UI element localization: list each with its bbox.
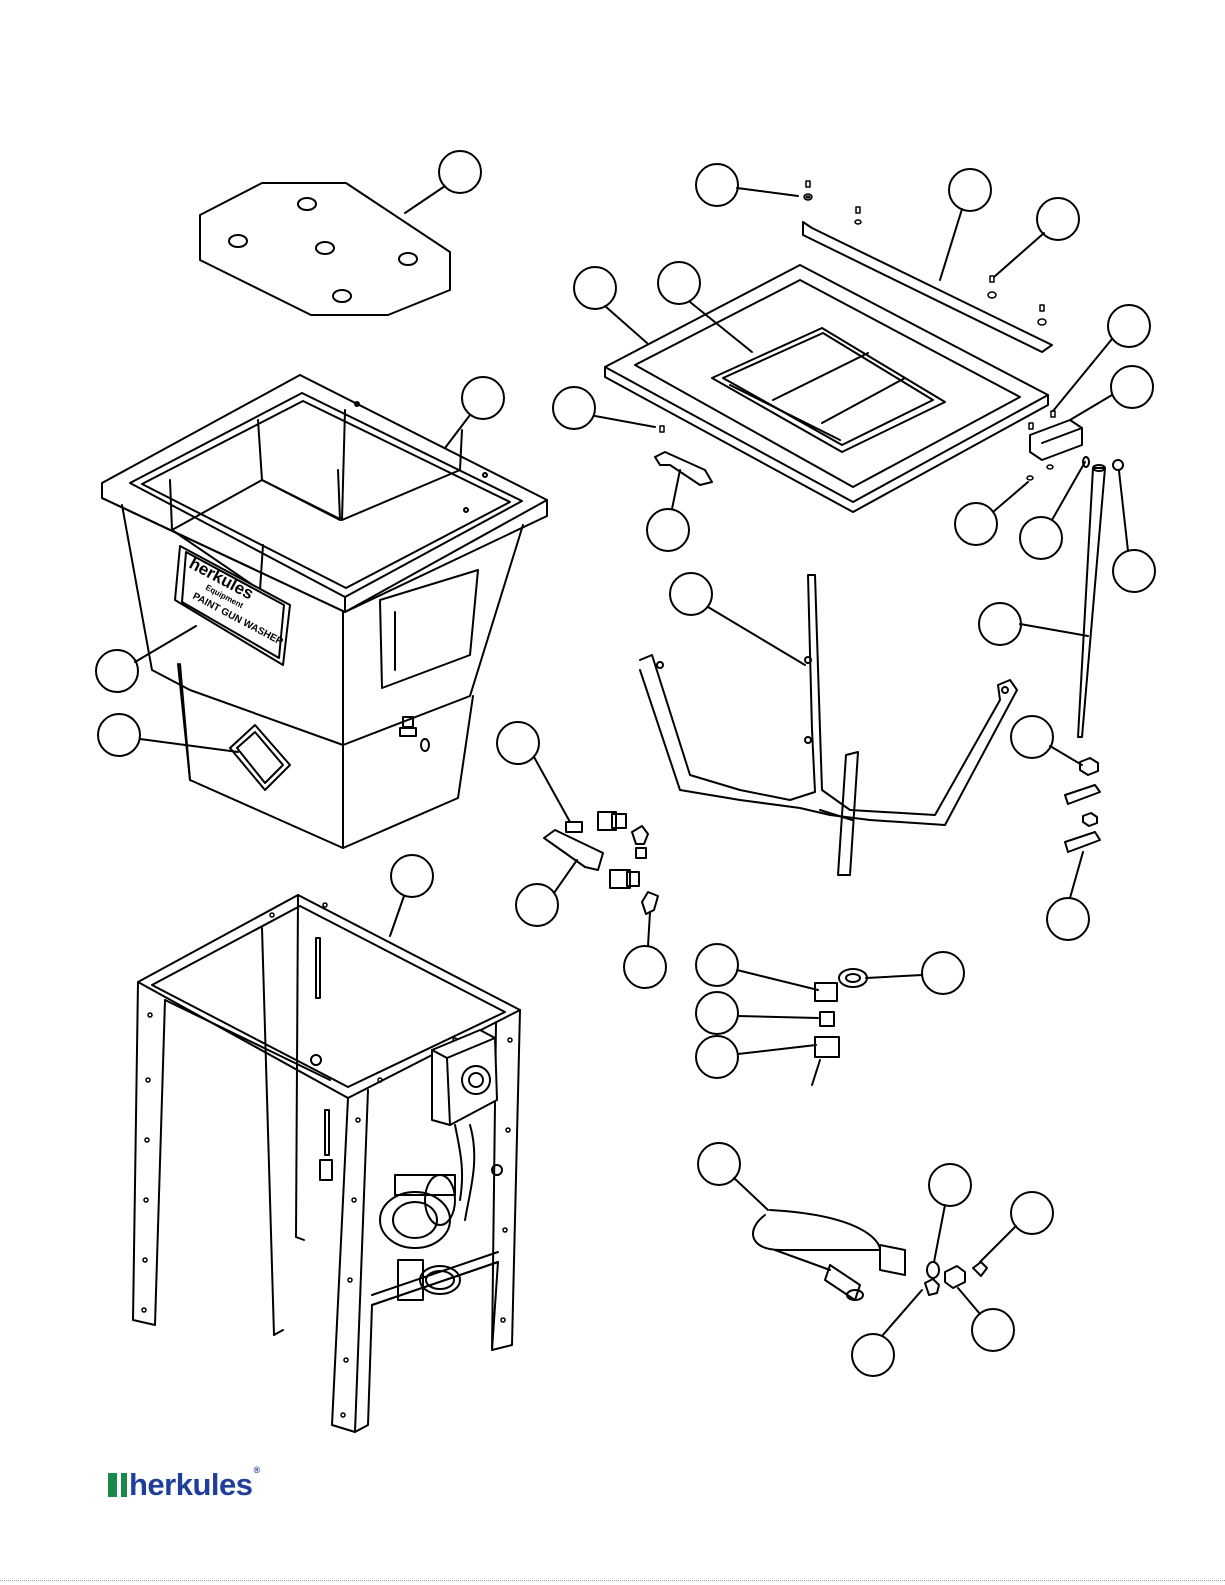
- logo-mark-bar-icon: [121, 1473, 127, 1497]
- spray-manifold: [640, 575, 1017, 875]
- brand-logo: herkules ®: [108, 1466, 260, 1500]
- tray-assembly: [605, 181, 1123, 737]
- valve-stack: [812, 969, 867, 1085]
- callouts: [96, 151, 1155, 1376]
- lid-plate: [200, 183, 450, 315]
- logo-mark-icon: [108, 1473, 120, 1497]
- hose-brush: [753, 1210, 987, 1300]
- clamp-parts: [1065, 758, 1100, 852]
- logo-trademark: ®: [254, 1466, 260, 1475]
- stand-frame: [133, 895, 520, 1432]
- wash-tank: [102, 375, 547, 848]
- page-bottom-rule: [0, 1580, 1225, 1581]
- fittings-cluster: [544, 812, 658, 914]
- logo-wordmark: herkules: [129, 1469, 253, 1500]
